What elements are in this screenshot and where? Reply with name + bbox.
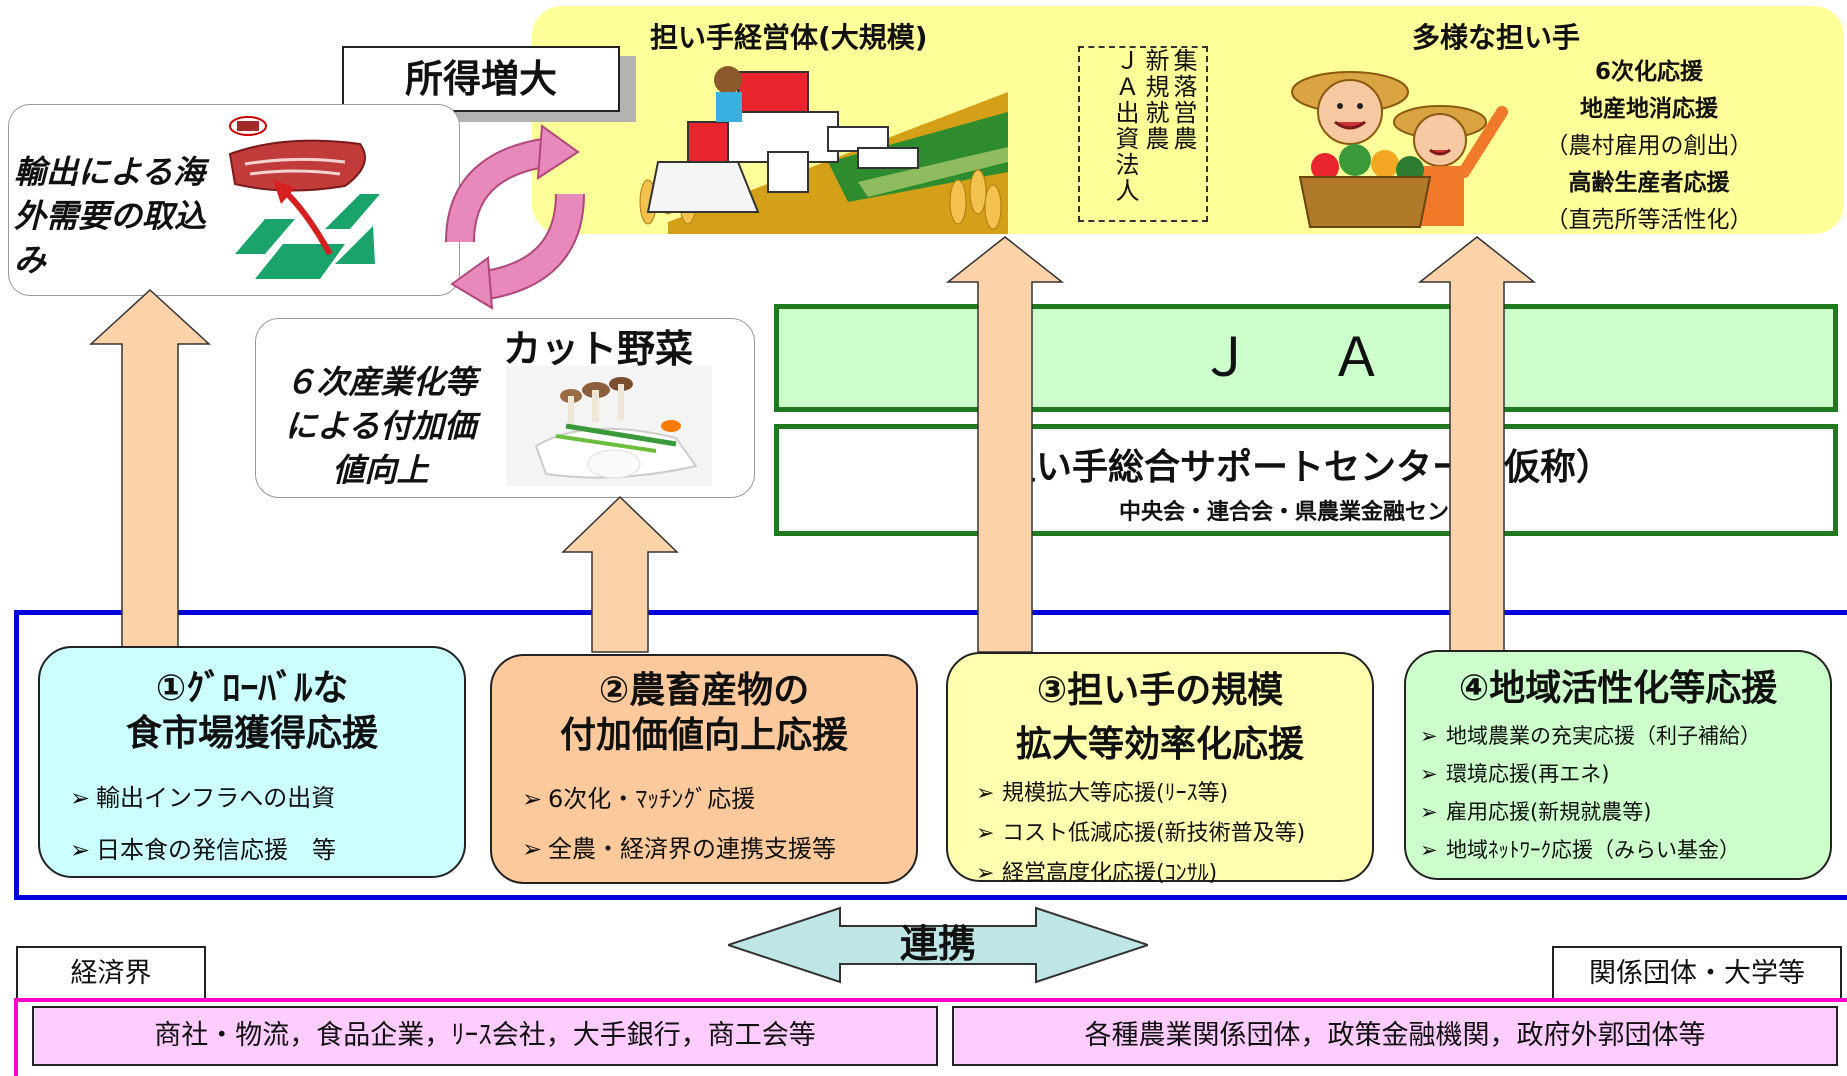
- cut-vegetables-image: [506, 366, 712, 486]
- card-scale-efficiency-title: ③担い手の規模 拡大等効率化応援: [1015, 670, 1304, 765]
- arrow-up-value-added: [561, 495, 679, 653]
- card-value-added: ②農畜産物の 付加価値向上応援 6次化・ﾏｯﾁﾝｸﾞ応援 全農・経済界の連携支援…: [490, 654, 918, 884]
- farmer-right-icon: [1393, 105, 1508, 226]
- income-label: 所得増大: [342, 46, 620, 112]
- support-center-box: [774, 424, 1838, 536]
- harvester-icon: [646, 66, 919, 213]
- support-center-subtitle: 中央会・連合会・県農業金融センター: [1118, 500, 1493, 525]
- list-item: 地域ﾈｯﾄﾜｰｸ応援（みらい基金）: [1420, 831, 1830, 869]
- card-value-added-title: ②農畜産物の 付加価値向上応援: [559, 670, 848, 756]
- business-label: 経済界: [16, 946, 206, 1002]
- support-frame: [14, 610, 1847, 900]
- list-item: 環境応援(再エネ): [1420, 755, 1830, 793]
- support-local-consumption: 地産地消応援: [1580, 96, 1718, 122]
- export-box: [8, 104, 460, 296]
- list-item: 6次化・ﾏｯﾁﾝｸﾞ応援: [522, 774, 916, 824]
- cooperation-label: 連携: [899, 922, 976, 966]
- vegetable-pile-icon: [534, 420, 698, 479]
- support-rural-employment: （農村雇用の創出）: [1545, 133, 1753, 159]
- card-regional-revitalization: ④地域活性化等応援 地域農業の充実応援（利子補給） 環境応援(再エネ) 雇用応援…: [1404, 650, 1832, 880]
- vegetable-basket-icon: [1298, 144, 1432, 228]
- entity-group-farming: 集落営農: [1169, 48, 1197, 152]
- mushroom-icon: [560, 377, 633, 426]
- cooperation-arrow: [728, 906, 1148, 984]
- business-partners-box: 商社・物流，食品企業，ﾘｰｽ会社，大手銀行，商工会等: [32, 1006, 938, 1066]
- cycle-arrows: [445, 124, 585, 310]
- support-direct-sales: （直売所等活性化）: [1545, 207, 1753, 233]
- list-item: 雇用応援(新規就農等): [1420, 793, 1830, 831]
- card-global-market-title: ①ｸﾞﾛｰﾊﾞﾙな 食市場獲得応援: [125, 668, 378, 754]
- list-item: コスト低減応援(新技術普及等): [976, 814, 1372, 854]
- support-6th-industry: 6次化応援: [1594, 59, 1703, 85]
- arrow-up-regional-to-diverse: [1417, 236, 1537, 653]
- arrow-up-global: [89, 288, 211, 653]
- card-scale-efficiency: ③担い手の規模 拡大等効率化応援 規模拡大等応援(ﾘｰｽ等) コスト低減応援(新…: [946, 652, 1374, 894]
- card-global-market: ①ｸﾞﾛｰﾊﾞﾙな 食市場獲得応援 輸出インフラへの出資 日本食の発信応援 等: [38, 646, 466, 878]
- card-global-market-items: 輸出インフラへの出資 日本食の発信応援 等: [70, 772, 464, 876]
- cycle-arrow-bottom: [450, 193, 585, 310]
- cow-icon: [229, 116, 267, 136]
- partners-frame: [14, 998, 1847, 1076]
- org-partners-box: 各種農業関係団体，政策金融機関，政府外郭団体等: [952, 1006, 1838, 1066]
- org-label: 関係団体・大学等: [1552, 946, 1842, 1002]
- entity-ja-invested-corp: ＪＡ出資法人: [1111, 48, 1139, 204]
- card-regional-revitalization-title: ④地域活性化等応援: [1458, 668, 1778, 709]
- ja-band: Ｊ Ａ: [774, 304, 1838, 412]
- farmer-left-icon: [1291, 71, 1409, 145]
- list-item: 全農・経済界の連携支援等: [522, 824, 916, 874]
- list-item: 地域農業の充実応援（利子補給）: [1420, 717, 1830, 755]
- large-scale-title: 担い手経営体(大規模): [650, 21, 928, 54]
- entity-new-farmers: 新規就農: [1141, 48, 1169, 152]
- card-regional-revitalization-items: 地域農業の充実応援（利子補給） 環境応援(再エネ) 雇用応援(新規就農等) 地域…: [1420, 717, 1830, 869]
- ja-logo-icon: [235, 194, 380, 279]
- card-value-added-items: 6次化・ﾏｯﾁﾝｸﾞ応援 全農・経済界の連携支援等: [522, 774, 916, 874]
- arrow-up-scale-to-large: [945, 236, 1065, 653]
- cycle-arrow-top: [445, 124, 580, 243]
- list-item: 日本食の発信応援 等: [70, 824, 464, 876]
- card-scale-efficiency-items: 規模拡大等応援(ﾘｰｽ等) コスト低減応援(新技術普及等) 経営高度化応援(ｺﾝ…: [976, 774, 1372, 894]
- list-item: 規模拡大等応援(ﾘｰｽ等): [976, 774, 1372, 814]
- tractor-illustration: [639, 66, 1008, 234]
- meat-icon: [228, 139, 366, 192]
- export-box-text: 輸出による海外需要の取込み: [14, 153, 207, 279]
- support-center-title: 担い手総合サポートセンター（仮称）: [999, 447, 1612, 488]
- cut-vegetables-label: カット野菜: [503, 327, 694, 371]
- list-item: 輸出インフラへの出資: [70, 772, 464, 824]
- entity-dashed-box: [1078, 46, 1208, 222]
- farmers-illustration: [1291, 71, 1508, 228]
- list-item: 経営高度化応援(ｺﾝｻﾙ): [976, 854, 1372, 894]
- support-elderly-producers: 高齢生産者応援: [1568, 170, 1730, 196]
- diverse-title: 多様な担い手: [1412, 21, 1581, 54]
- diverse-support-list: 6次化応援 地産地消応援 （農村雇用の創出） 高齢生産者応援 （直売所等活性化）: [1524, 54, 1774, 239]
- six-industry-text: ６次産業化等による付加価値向上: [284, 363, 477, 489]
- ja-logo-meat-illustration: [228, 116, 380, 279]
